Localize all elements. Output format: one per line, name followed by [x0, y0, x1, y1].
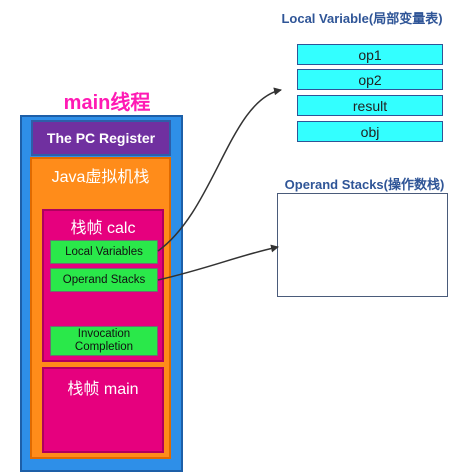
jvm-stack-label: Java虚拟机栈 [51, 169, 150, 186]
pc-register: The PC Register [31, 120, 171, 156]
stack-frame-main [42, 367, 164, 453]
operand-stacks-box [277, 193, 448, 297]
lv-slot-op1: op1 [297, 44, 443, 65]
operand-stacks-title: Operand Stacks(操作数栈) [284, 177, 445, 192]
stack-frame-calc-label: 栈帧 calc [70, 220, 136, 237]
stack-frame-main-label: 栈帧 main [67, 381, 139, 398]
frame-operand-stacks: Operand Stacks [50, 268, 158, 292]
main-thread-title: main线程 [63, 92, 151, 114]
lv-slot-obj: obj [297, 121, 443, 142]
frame-local-variables: Local Variables [50, 240, 158, 264]
frame-invocation-completion: Invocation Completion [50, 326, 158, 356]
lv-slot-op2: op2 [297, 69, 443, 90]
lv-slot-result: result [297, 95, 443, 116]
local-variable-title: Local Variable(局部变量表) [281, 11, 443, 26]
